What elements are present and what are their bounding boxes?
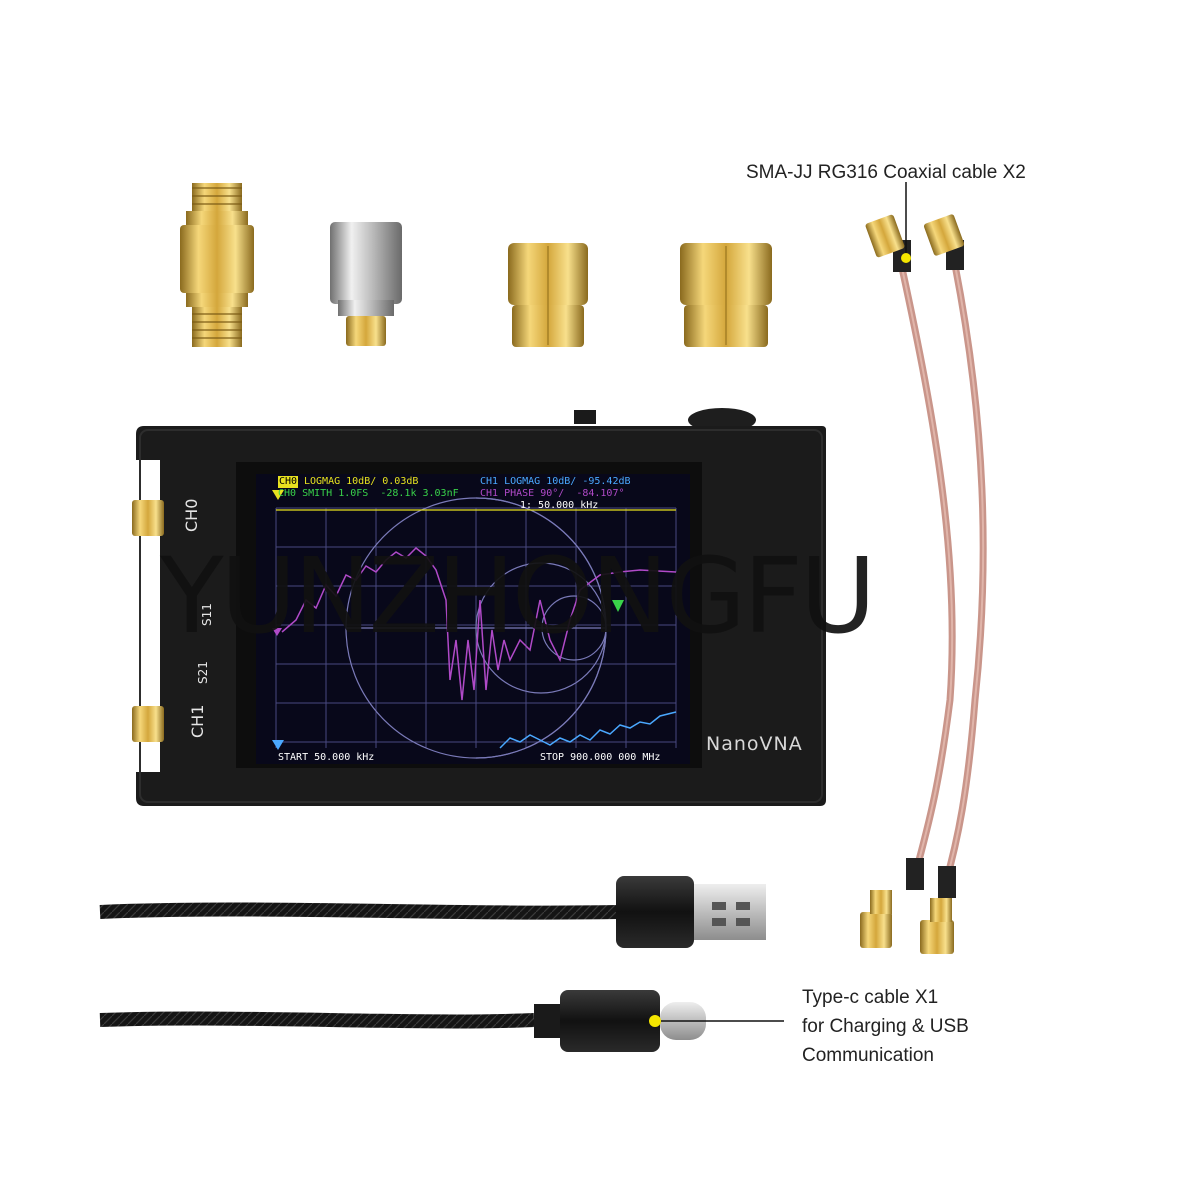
trace-ch1-logmag (499, 711, 677, 749)
smith-chart (345, 497, 607, 759)
screen-markers (272, 490, 624, 750)
coax-cable-1 (860, 214, 956, 948)
usb-a-cable (99, 876, 766, 948)
sma-male-cap-1 (508, 243, 588, 347)
coax-cable-2 (920, 214, 987, 954)
sma-female-adapter (180, 183, 254, 347)
coax-cable-callout: SMA-JJ RG316 Coaxial cable X2 (746, 162, 1026, 183)
port-ch1-label: CH1 (188, 704, 207, 738)
port-s21-label: S21 (196, 661, 210, 684)
type-c-cable (99, 990, 706, 1052)
typec-callout-leader (649, 1015, 784, 1027)
sma-male-cap-2 (680, 243, 772, 347)
typec-callout-line1: Type-c cable X1 (802, 987, 939, 1008)
typec-cable-callout: Type-c cable X1 for Charging & USB Commu… (802, 983, 969, 1070)
port-ch0-label: CH0 (182, 498, 201, 532)
typec-callout-line3: Communication (802, 1045, 934, 1066)
coax-callout-leader (901, 182, 911, 263)
trace-ch1-phase (281, 546, 677, 701)
typec-callout-line2: for Charging & USB (802, 1016, 969, 1037)
device-brand: NanoVNA (706, 733, 803, 755)
watermark: YUNZHONGFU (160, 535, 876, 657)
sma-male-short-adapter (330, 222, 402, 346)
